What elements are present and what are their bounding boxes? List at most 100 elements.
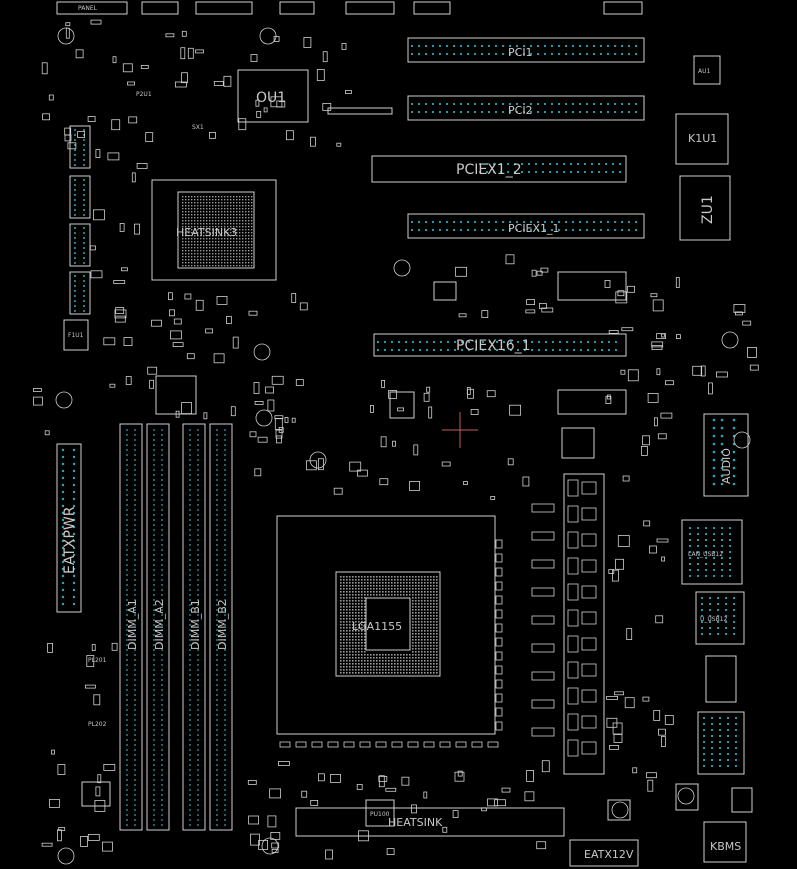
pad [212,217,214,219]
pad [191,205,193,207]
pad [230,229,232,231]
pad [340,630,342,632]
pin [197,639,199,641]
pad [239,202,241,204]
pad [182,265,184,267]
pin [712,426,716,430]
bottom-heatsink [295,807,565,837]
component [676,334,681,340]
pin [459,44,463,48]
pad [424,597,426,599]
pad [361,636,363,638]
pad [358,630,360,632]
pad [215,238,217,240]
pin [424,228,428,232]
pin [74,129,76,131]
pad [361,576,363,578]
pin [216,649,218,651]
pad [421,609,423,611]
pad [185,217,187,219]
pin [83,199,85,201]
pad [239,241,241,243]
pin [696,526,700,530]
pin [83,194,85,196]
pin [153,569,155,571]
pad [212,262,214,264]
pad [427,600,429,602]
component [747,346,757,358]
component [48,94,54,101]
component [654,417,658,427]
pad [206,229,208,231]
pad [388,576,390,578]
pad [385,579,387,581]
pad [418,609,420,611]
pad [403,660,405,662]
pad [415,666,417,668]
pad [391,594,393,596]
pin [726,764,730,768]
pin [224,649,226,651]
pad [415,591,417,593]
pin [126,619,128,621]
pin [126,524,128,526]
pin [224,729,226,731]
left-header-2 [69,175,91,219]
pad [418,666,420,668]
pin [197,444,199,446]
pad [245,205,247,207]
pin [126,679,128,681]
pad [242,244,244,246]
pad [248,241,250,243]
pad [358,645,360,647]
pin [72,588,76,592]
pad [185,241,187,243]
component [647,392,659,403]
pad [191,199,193,201]
pin [732,620,736,624]
pad [376,654,378,656]
pad [361,582,363,584]
pad [355,654,357,656]
pin [74,154,76,156]
pad [415,582,417,584]
pad [424,621,426,623]
pad [415,624,417,626]
pad [418,621,420,623]
pad [430,612,432,614]
pad [209,250,211,252]
pin [134,549,136,551]
pad [245,211,247,213]
pad [203,256,205,258]
pad [409,588,411,590]
audio-label: AUDIO [720,448,733,484]
pad [418,576,420,578]
pad [361,588,363,590]
pad [349,585,351,587]
pin [153,559,155,561]
pin [134,629,136,631]
pad [397,654,399,656]
pad [248,232,250,234]
usb12-connector [695,591,745,645]
pad [343,588,345,590]
pad [394,657,396,659]
pin [224,484,226,486]
pin [726,746,730,750]
pad [209,259,211,261]
pad [346,630,348,632]
pad [251,256,253,258]
pin [688,568,692,572]
pad [424,624,426,626]
pad [358,672,360,674]
pad [197,235,199,237]
pad [242,250,244,252]
pad [182,250,184,252]
pad [212,202,214,204]
component [708,382,713,395]
pin [593,348,597,352]
component [647,779,654,792]
pin [467,348,471,352]
pin [216,719,218,721]
pin [712,418,716,422]
